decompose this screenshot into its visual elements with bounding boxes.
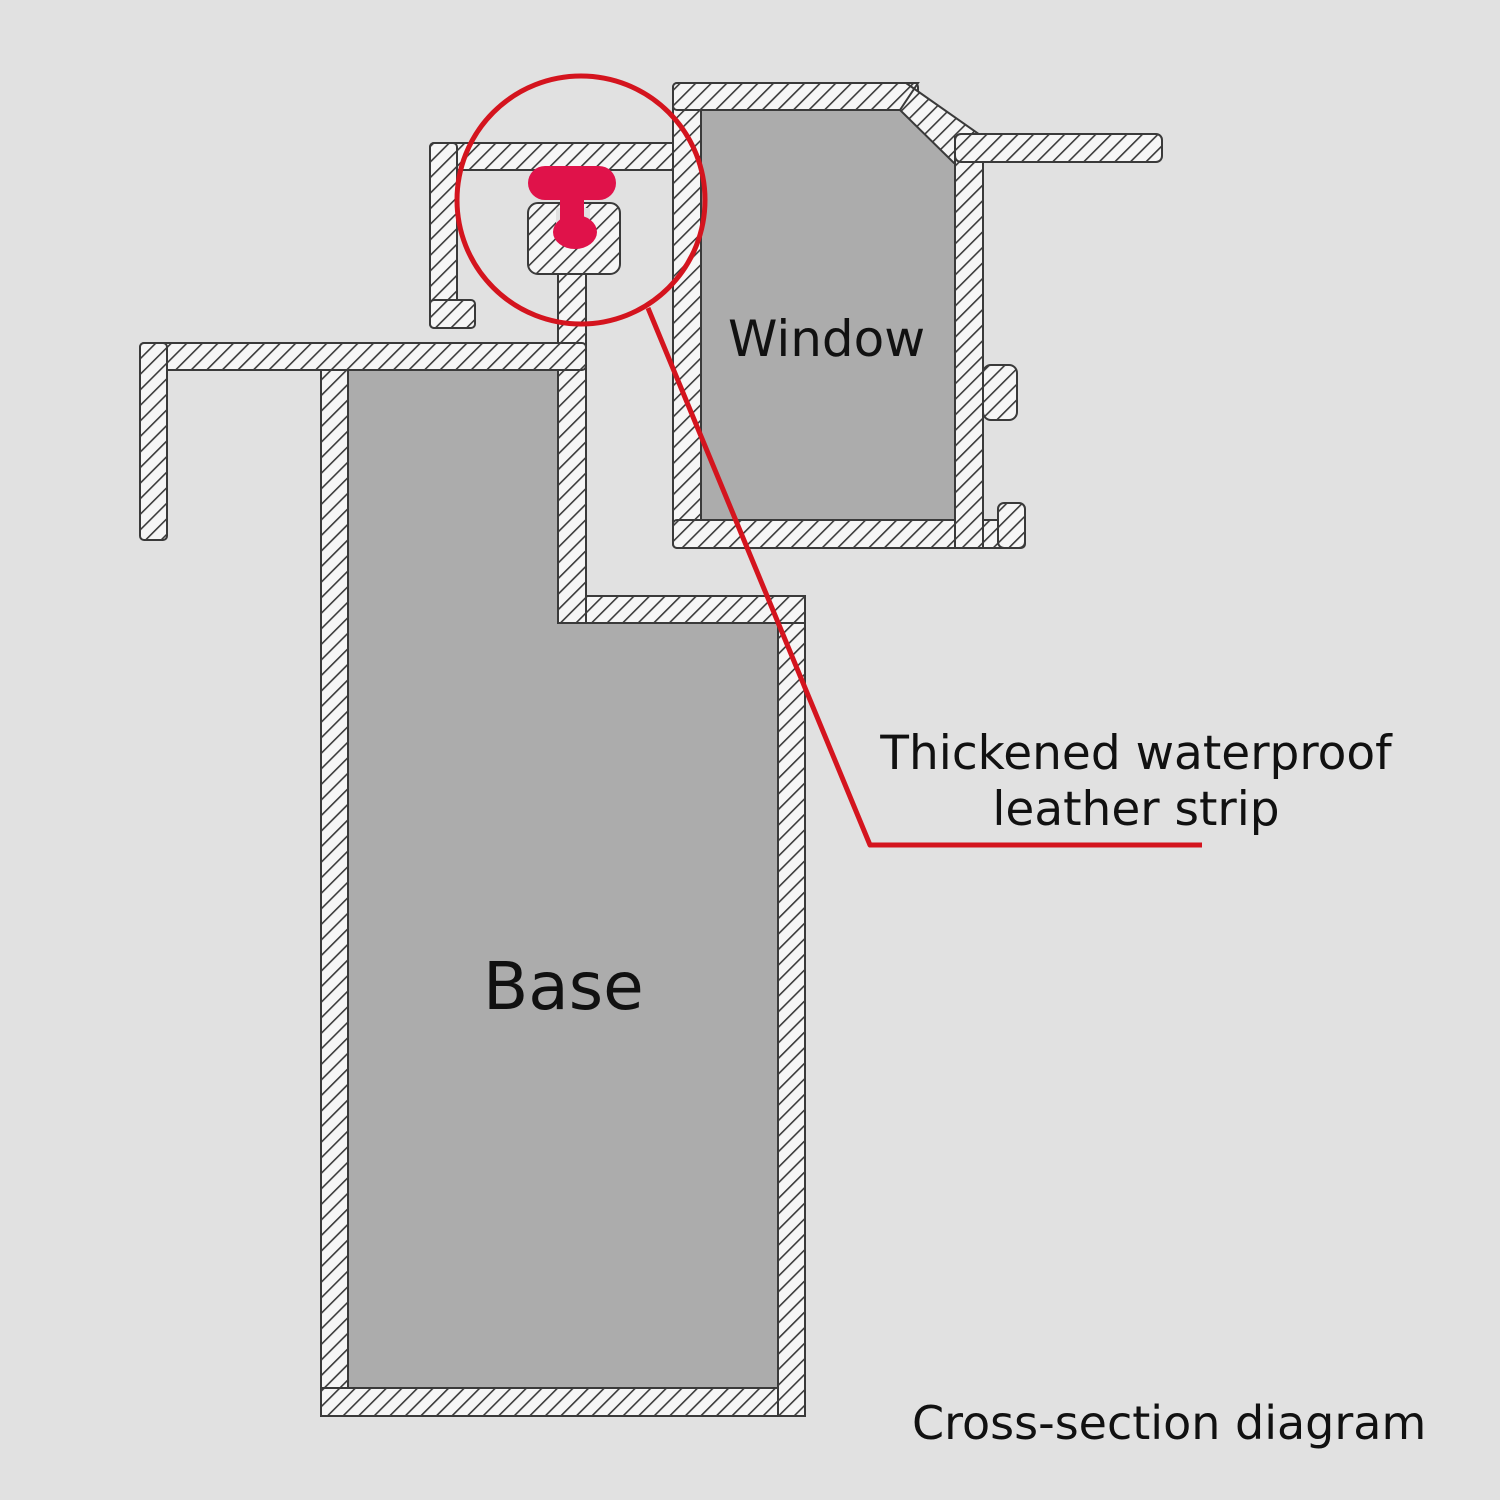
leather-strip-label: Thickened waterproof leather strip — [864, 726, 1408, 838]
base-right-wall — [777, 595, 806, 1417]
base-profile — [139, 202, 806, 1417]
base-left-wall — [320, 367, 349, 1417]
window-right-flange — [954, 133, 1163, 163]
seal-bulb — [553, 215, 597, 249]
diagram-caption: Cross-section diagram — [912, 1396, 1427, 1450]
seal-neck — [560, 190, 584, 220]
seal-leader-line — [645, 307, 1202, 848]
cap-profile — [429, 142, 701, 329]
leather-strip-label-line2: leather strip — [992, 782, 1280, 837]
base-bottom-wall — [320, 1387, 806, 1417]
seal-highlight-circle — [454, 73, 708, 327]
base-top-flange — [139, 342, 587, 371]
window-top-wall — [672, 82, 919, 111]
seal-head — [528, 166, 616, 200]
waterproof-seal — [528, 166, 616, 249]
leather-strip-label-line1: Thickened waterproof — [880, 726, 1392, 781]
base-step-wall — [557, 595, 806, 624]
window-right-nub — [982, 364, 1018, 421]
window-label: Window — [728, 310, 926, 368]
base-fill — [347, 370, 778, 1388]
window-bottom-lip — [997, 502, 1026, 549]
window-fill — [700, 108, 954, 520]
base-label: Base — [483, 948, 644, 1025]
window-right-wall — [954, 136, 984, 549]
window-profile — [672, 82, 1163, 549]
base-left-lip — [139, 342, 168, 541]
cap-hook — [429, 299, 476, 329]
